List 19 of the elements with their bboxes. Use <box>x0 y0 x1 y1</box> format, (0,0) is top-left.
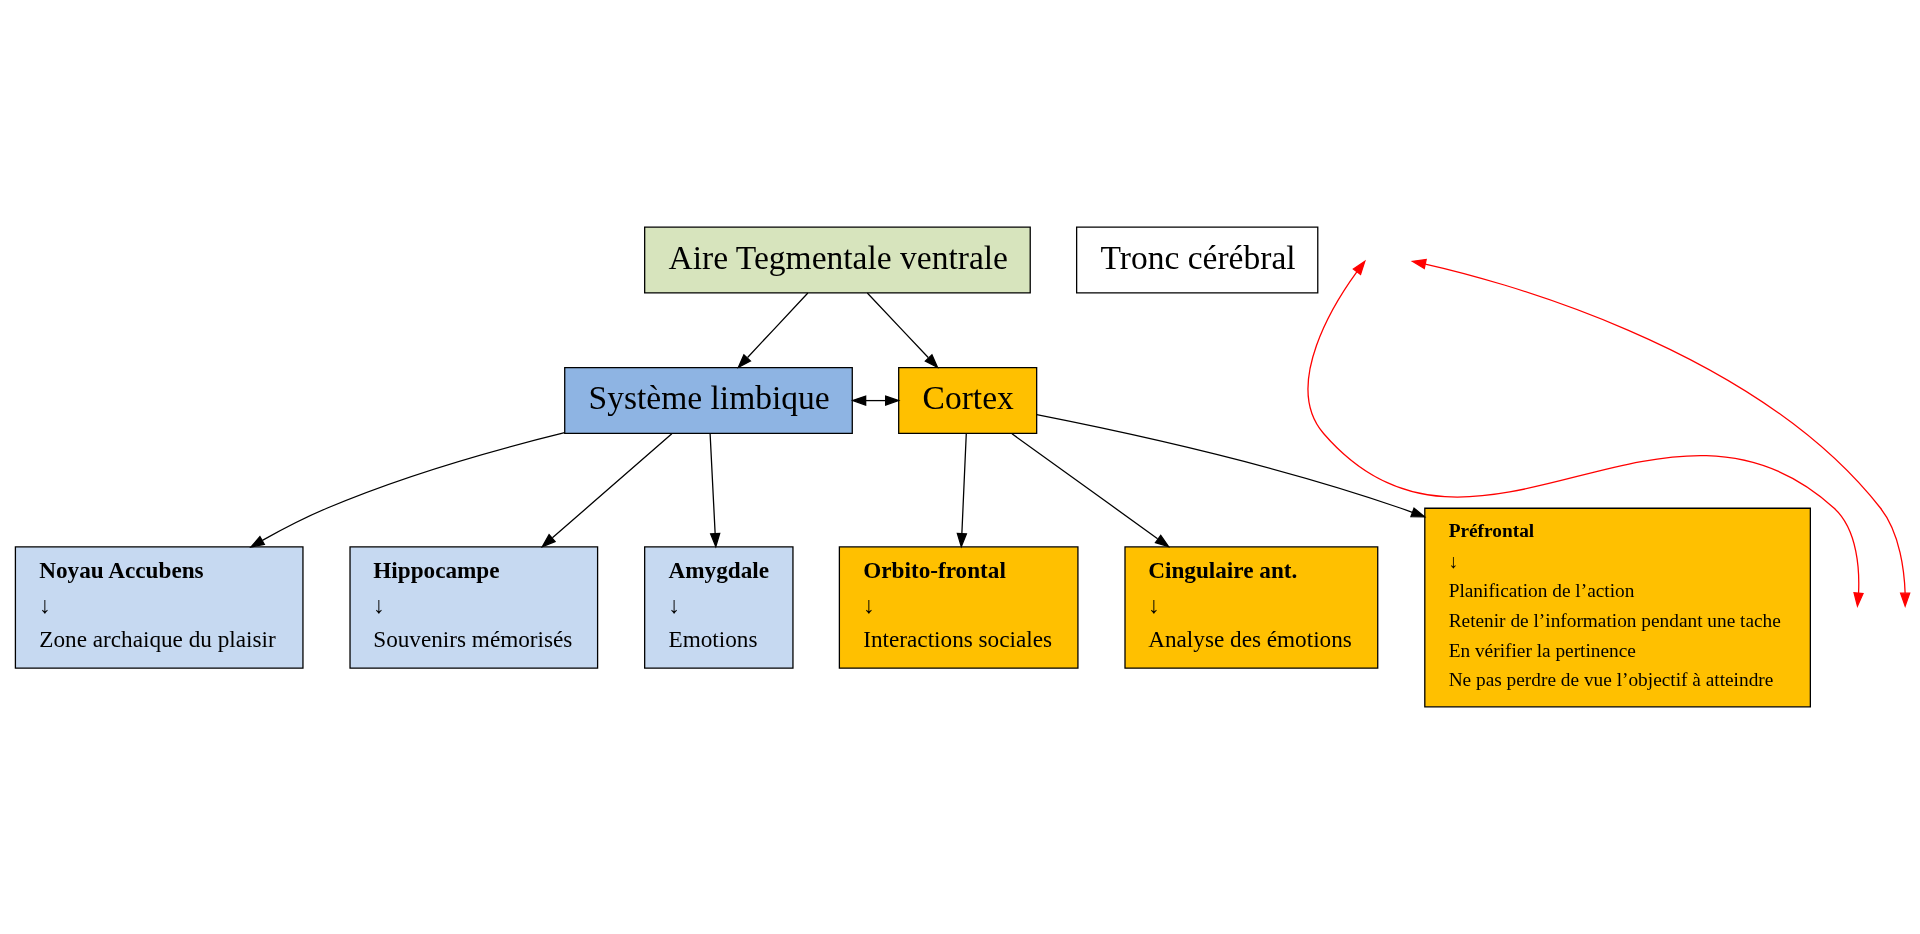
node-box: Orbito-frontal ↓ Interactions sociales <box>838 546 1079 669</box>
arrow <box>1035 414 1426 518</box>
node-box: Amygdale ↓ Emotions <box>643 546 794 669</box>
arrow <box>955 433 967 549</box>
node-box: Aire Tegmentale ventrale <box>643 226 1031 294</box>
arrow <box>1010 433 1170 548</box>
node-box: Système limbique <box>563 367 853 435</box>
arrow <box>540 433 672 548</box>
arrow <box>866 292 939 369</box>
node-box: Cortex <box>897 367 1037 435</box>
node-box: Noyau Accubens ↓ Zone archaique du plaisir <box>14 546 304 669</box>
node-box: Hippocampe ↓ Souvenirs mémorisés <box>348 546 598 669</box>
arrow <box>850 395 900 406</box>
arrow <box>248 432 565 548</box>
arrow <box>736 292 808 369</box>
node-box: Préfrontal ↓ Planification de l’action Retenir de l’information pendant une tache En vérifier la pertinence Ne pas perdre de vue l’objectif à atteindre <box>1423 507 1811 708</box>
node-box: Tronc cérébral <box>1075 226 1318 294</box>
arrow <box>708 433 721 549</box>
node-box: Cingulaire ant. ↓ Analyse des émotions <box>1123 546 1378 669</box>
